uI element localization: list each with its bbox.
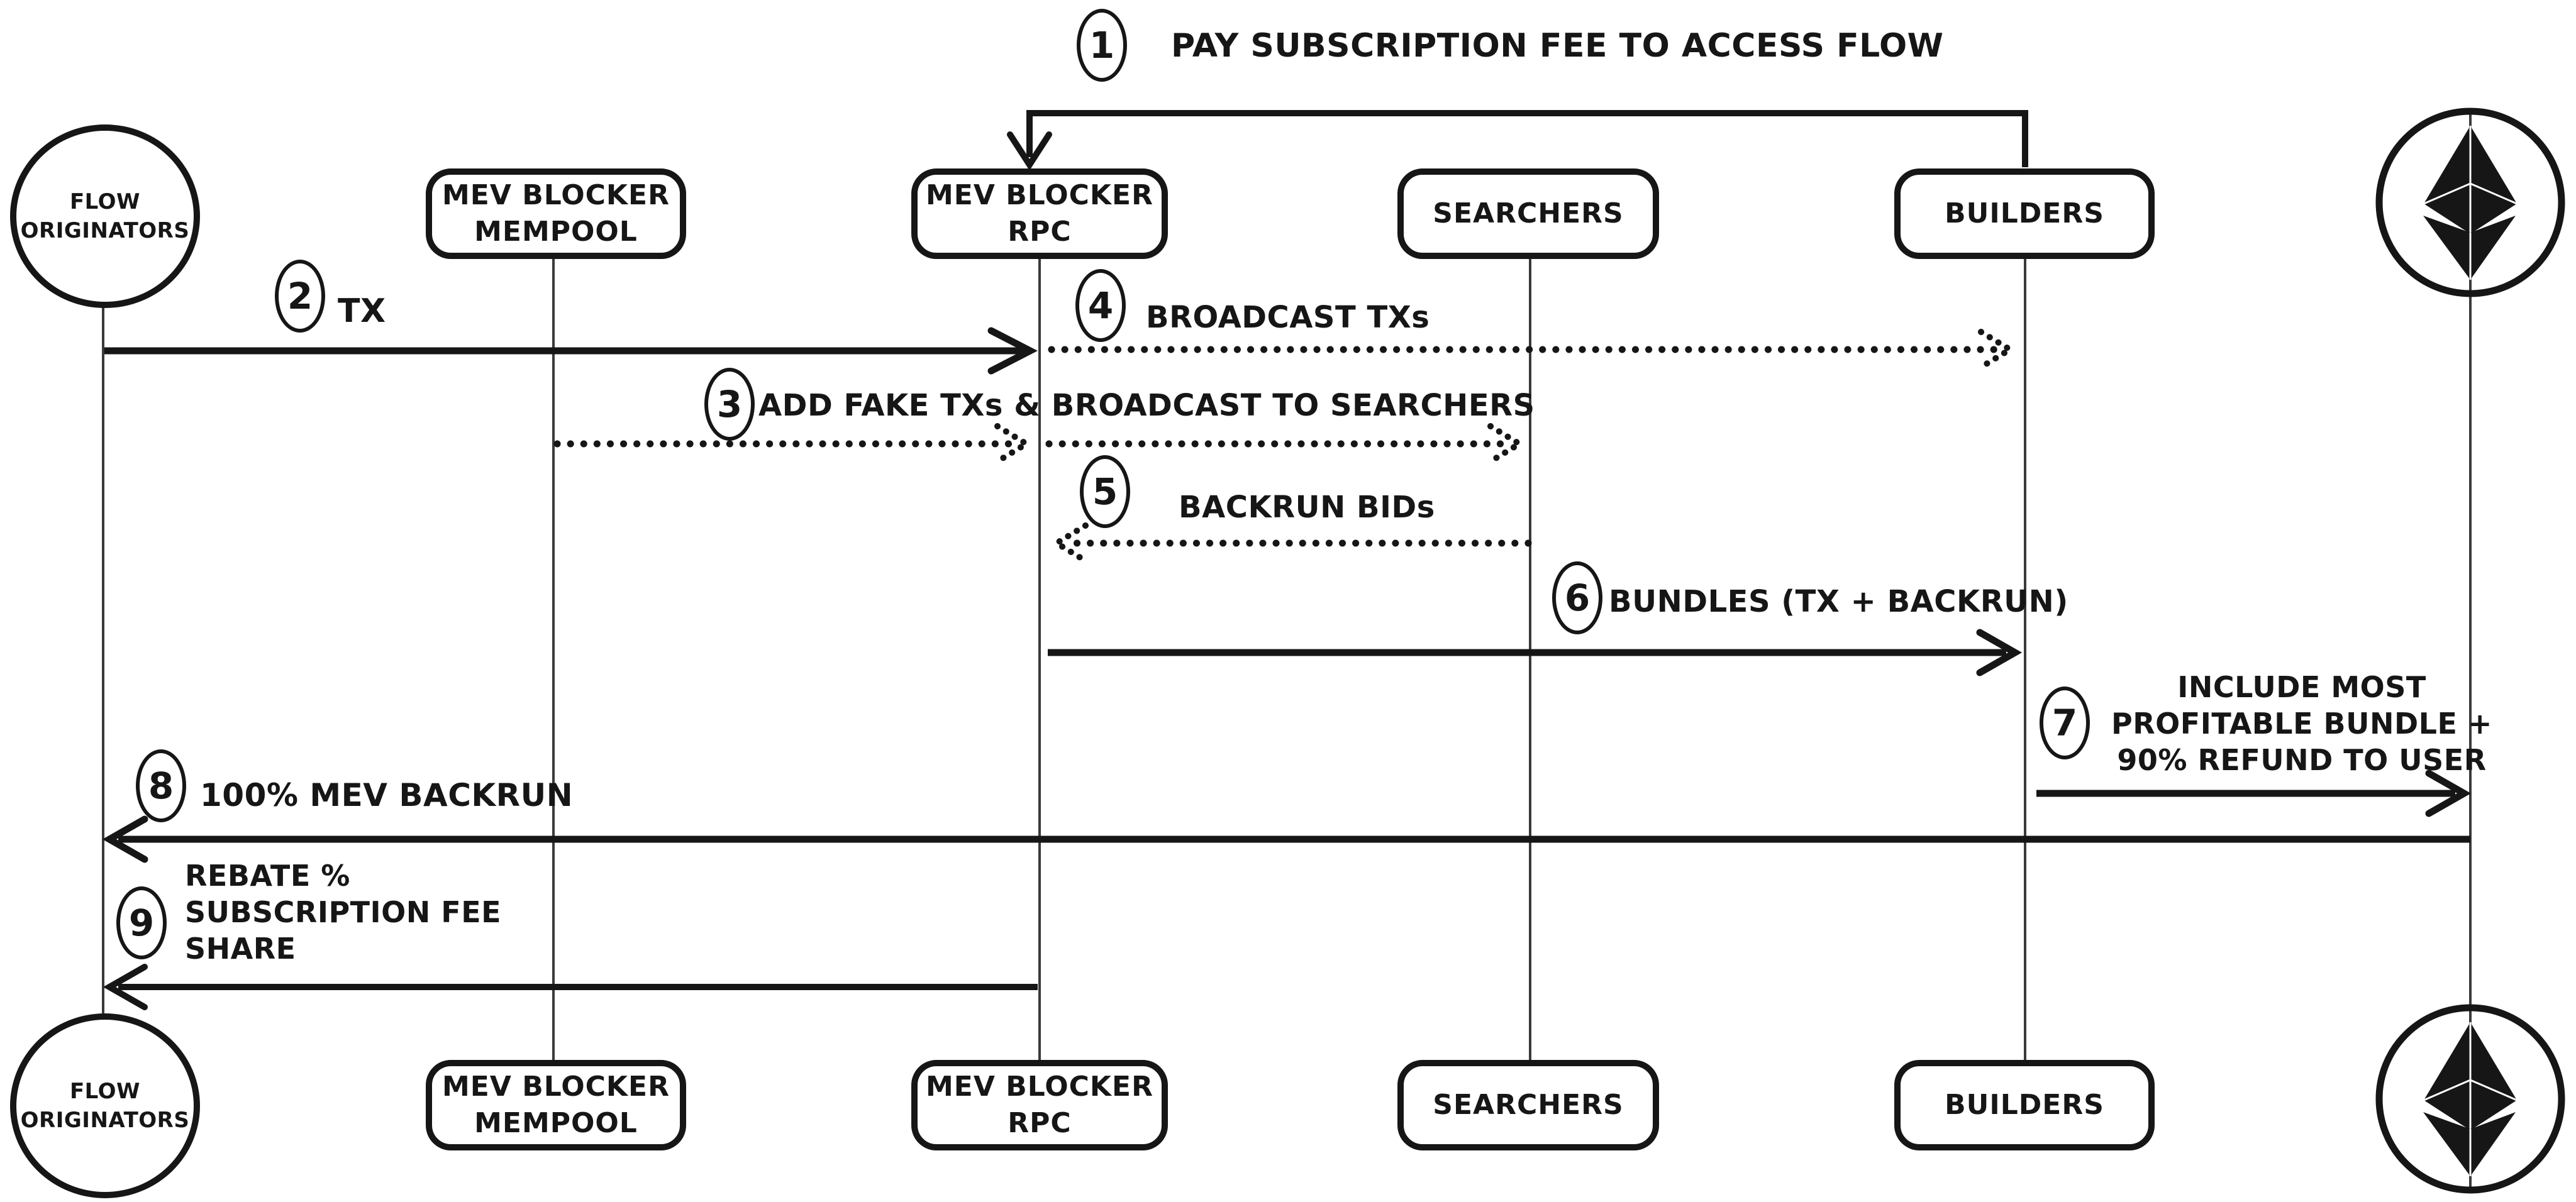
message-number: 6 (1564, 576, 1591, 619)
message-9-label-line: SHARE (185, 932, 296, 966)
actor-label-line: MEV BLOCKER (926, 179, 1153, 211)
message-5-number-badge: 5 (1080, 455, 1130, 528)
message-3-arrowhead-left (994, 423, 1033, 465)
message-9-label-line: REBATE % (185, 859, 350, 893)
message-7-arrowhead (2425, 769, 2472, 817)
message-3-number-badge: 3 (704, 368, 755, 441)
message-4-arrowhead (1978, 329, 2016, 370)
actor-label-line: MEMPOOL (474, 1107, 638, 1139)
message-3-label: ADD FAKE TXs & BROADCAST TO SEARCHERS (758, 388, 1535, 423)
actor-label-line: MEV BLOCKER (926, 1071, 1153, 1103)
message-6-arrowhead (1976, 629, 2023, 676)
message-number: 4 (1087, 284, 1114, 327)
message-8-label: 100% MEV BACKRUN (200, 777, 574, 813)
message-number: 8 (148, 764, 174, 807)
actor-flow-originators-top: FLOW ORIGINATORS (10, 124, 200, 308)
message-1-arrowhead (1007, 131, 1052, 171)
message-3-arrowhead-right (1487, 423, 1526, 465)
message-9-label-line: SUBSCRIPTION FEE (185, 895, 502, 929)
ethereum-icon (2379, 1008, 2562, 1190)
actor-mev-blocker-mempool-top: MEV BLOCKER MEMPOOL (426, 168, 686, 259)
actor-label-line: BUILDERS (1945, 1089, 2104, 1121)
actor-builders-top: BUILDERS (1894, 168, 2155, 259)
actor-label-line: ORIGINATORS (20, 1108, 190, 1133)
message-2-label: TX (338, 292, 386, 330)
actor-label-line: BUILDERS (1945, 197, 2104, 229)
message-2-number-badge: 2 (275, 260, 325, 333)
message-5-label: BACKRUN BIDs (1179, 490, 1435, 525)
actor-label-line: MEMPOOL (474, 216, 638, 248)
actor-label-line: RPC (1008, 216, 1072, 248)
message-number: 7 (2051, 702, 2078, 744)
message-number: 2 (287, 275, 313, 317)
actor-flow-originators-bottom: FLOW ORIGINATORS (10, 1013, 200, 1198)
actor-mev-blocker-rpc-top: MEV BLOCKER RPC (911, 168, 1168, 259)
actor-label-line: RPC (1008, 1107, 1072, 1139)
ethereum-icon (2379, 111, 2562, 294)
message-9-number-badge: 9 (116, 886, 167, 959)
actor-mev-blocker-mempool-bottom: MEV BLOCKER MEMPOOL (426, 1060, 686, 1150)
message-1-number-badge: 1 (1077, 9, 1127, 82)
actor-label-line: ORIGINATORS (20, 218, 190, 243)
actor-label-line: SEARCHERS (1433, 197, 1624, 229)
message-9-arrowhead (103, 964, 148, 1010)
message-8-number-badge: 8 (136, 749, 186, 822)
message-4-number-badge: 4 (1075, 269, 1126, 342)
actor-label-line: FLOW (69, 189, 141, 214)
message-8-arrowhead (102, 815, 148, 863)
message-1-label: PAY SUBSCRIPTION FEE TO ACCESS FLOW (1171, 27, 1944, 65)
actor-label-line: FLOW (69, 1079, 141, 1104)
message-6-label: BUNDLES (TX + BACKRUN) (1609, 584, 2068, 619)
message-number: 1 (1089, 24, 1115, 67)
message-7-label: INCLUDE MOST PROFITABLE BUNDLE + 90% REF… (2101, 669, 2503, 778)
message-9-label: REBATE % SUBSCRIPTION FEE SHARE (185, 857, 501, 967)
message-6-number-badge: 6 (1552, 561, 1602, 634)
message-7-label-line: INCLUDE MOST (2177, 670, 2426, 704)
actor-searchers-top: SEARCHERS (1397, 168, 1659, 259)
message-7-label-line: PROFITABLE BUNDLE + (2111, 707, 2492, 741)
message-7-number-badge: 7 (2040, 686, 2090, 759)
message-5-arrowhead (1050, 522, 1089, 564)
message-1-arrow (1026, 110, 2028, 167)
message-number: 5 (1092, 470, 1118, 513)
actor-mev-blocker-rpc-bottom: MEV BLOCKER RPC (911, 1060, 1168, 1150)
actor-label-line: MEV BLOCKER (442, 179, 670, 211)
actor-searchers-bottom: SEARCHERS (1397, 1060, 1659, 1150)
message-number: 3 (716, 383, 743, 426)
actor-label-line: SEARCHERS (1433, 1089, 1624, 1121)
actor-builders-bottom: BUILDERS (1894, 1060, 2155, 1150)
message-number: 9 (128, 902, 155, 944)
message-4-label: BROADCAST TXs (1146, 300, 1430, 335)
message-7-label-line: 90% REFUND TO USER (2117, 743, 2487, 777)
message-2-arrowhead (987, 327, 1038, 375)
actor-label-line: MEV BLOCKER (442, 1071, 670, 1103)
